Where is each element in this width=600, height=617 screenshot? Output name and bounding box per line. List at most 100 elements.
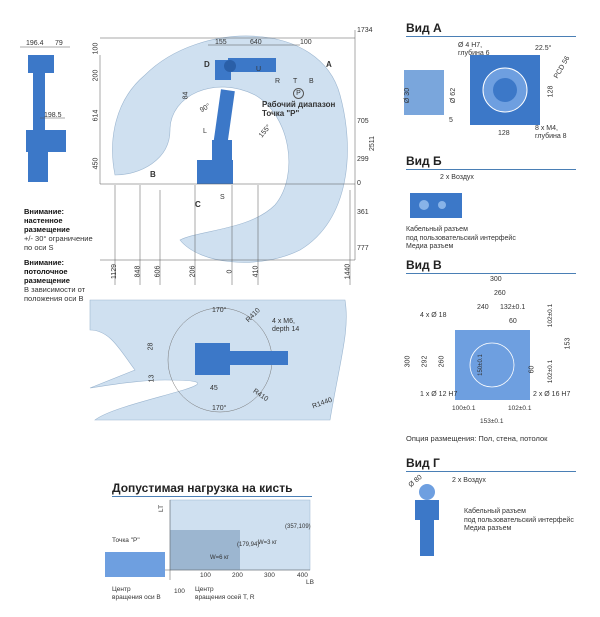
holes-note: 4 x M6, depth 14 (272, 318, 300, 333)
view-a-dia62: Ø 62 (450, 87, 458, 104)
view-v-300: 300 (490, 276, 502, 283)
label-u: U (256, 66, 262, 73)
label-s: S (220, 194, 225, 201)
view-v-right-102a: 102±0.1 (547, 303, 555, 328)
view-v-placement: Опция размещения: Пол, стена, потолок (406, 434, 548, 443)
view-v-left-300: 300 (404, 355, 412, 368)
dim-198: 198.5 (44, 112, 62, 119)
view-v-title: Вид В (406, 258, 442, 272)
view-v-right-153: 153 (564, 337, 572, 350)
payload-dim-100: 100 (174, 588, 185, 595)
view-b-drawing (410, 193, 462, 218)
view-v-260: 260 (494, 290, 506, 297)
view-v-right-60: 60 (528, 365, 536, 374)
view-b-title: Вид Б (406, 154, 442, 168)
view-v-bottom-102: 102±0.1 (508, 405, 532, 412)
label-l: L (203, 128, 207, 135)
view-v-rule (406, 273, 576, 274)
view-a-tapped: 8 x M4, глубина 8 (535, 125, 567, 140)
view-g-cable: Кабельный разъем под пользовательский ин… (464, 508, 574, 532)
ceiling-note: Внимание: потолочное размещение В зависи… (24, 258, 86, 303)
view-v-drawing (455, 330, 530, 400)
angle-170-bottom: 170° (212, 405, 227, 412)
dim-r-299: 299 (357, 156, 369, 163)
view-a-hole: Ø 4 H7, глубина 6 (458, 42, 490, 57)
dim-45: 45 (210, 385, 218, 392)
view-a-128v: 128 (547, 85, 555, 98)
payload-point-p: Точка "P" (112, 537, 140, 544)
view-v-60: 60 (509, 318, 517, 325)
payload-tick-300: 300 (264, 572, 275, 579)
view-a-dia30: Ø 30 (404, 87, 412, 104)
wall-note: Внимание: настенное размещение +/- 30° о… (24, 207, 93, 252)
payload-w3: W=3 кг (258, 540, 277, 546)
payload-y-axis: LT (158, 504, 166, 513)
dim-left-614: 614 (92, 109, 100, 122)
payload-tick-400: 400 (297, 572, 308, 579)
dim-640: 640 (250, 39, 262, 46)
dim-100-top: 100 (300, 39, 312, 46)
dim-79: 79 (55, 40, 63, 47)
view-v-right-102b: 102±0.1 (547, 359, 555, 384)
view-a-rule (406, 36, 576, 37)
dim-r-1734: 1734 (357, 27, 373, 34)
label-t: T (293, 78, 298, 85)
angle-170-top: 170° (212, 307, 227, 314)
dim-28: 28 (147, 342, 155, 351)
dim-left-200: 200 (92, 69, 100, 82)
dim-r-0: 0 (357, 180, 361, 187)
label-r: R (275, 78, 281, 85)
payload-x-axis: LB (306, 579, 314, 586)
dim-r-777: 777 (357, 245, 369, 252)
dim-r-705: 705 (357, 118, 369, 125)
view-b-air: 2 x Воздух (440, 174, 474, 181)
label-b-view: B (150, 170, 156, 179)
dim-r-361: 361 (357, 209, 369, 216)
dim-84: 84 (182, 91, 190, 100)
working-range-side (112, 35, 348, 263)
robot-top-view (195, 343, 288, 375)
view-v-dia12: 1 x Ø 12 H7 (420, 391, 458, 398)
view-v-bottom-100: 100±0.1 (452, 405, 476, 412)
dimension-lines (20, 30, 356, 285)
view-a-dim5: 5 (449, 117, 453, 124)
dim-196: 196.4 (26, 40, 44, 47)
label-a: A (326, 60, 332, 69)
payload-tick-100: 100 (200, 572, 211, 579)
dim-left-100: 100 (92, 42, 100, 55)
dim-b-0: 0 (226, 269, 234, 274)
view-g-rule (406, 471, 576, 472)
payload-center-tr: Центр вращения осей T, R (195, 586, 255, 601)
view-v-dia16: 2 x Ø 16 H7 (533, 391, 571, 398)
view-v-dia18: 4 x Ø 18 (420, 312, 447, 319)
payload-title: Допустимая нагрузка на кисть (112, 481, 293, 495)
payload-w6: W=6 кг (210, 555, 229, 561)
payload-rule (112, 496, 312, 497)
dim-155: 155 (215, 39, 227, 46)
dim-b-1440: 1440 (344, 263, 352, 280)
view-v-bottom-153: 153±0.1 (480, 418, 504, 425)
payload-pt-357: (357,109) (285, 524, 311, 530)
label-b: B (309, 78, 314, 85)
dim-b-206: 206 (189, 265, 197, 278)
view-g-title: Вид Г (406, 456, 440, 470)
view-v-150: 150±0.1 (477, 354, 484, 376)
view-b-rule (406, 169, 576, 170)
view-v-left-260: 260 (438, 355, 446, 368)
payload-pt-179: (179,94) (237, 542, 260, 548)
view-v-left-292: 292 (421, 355, 429, 368)
dim-b-606: 606 (154, 265, 162, 278)
view-g-air: 2 x Воздух (452, 477, 486, 484)
label-d: D (204, 60, 210, 69)
view-v-240: 240 (477, 304, 489, 311)
view-a-angle: 22.5° (535, 45, 552, 52)
dim-total-2511: 2511 (369, 135, 377, 152)
view-v-132: 132±0.1 (500, 304, 526, 311)
label-p: P (293, 88, 304, 99)
robot-side-view (197, 58, 276, 184)
dim-b-848: 848 (134, 265, 142, 278)
working-range-title: Рабочий диапазон Точка "P" (262, 100, 336, 118)
payload-tick-200: 200 (232, 572, 243, 579)
view-a-drawing (404, 55, 540, 125)
